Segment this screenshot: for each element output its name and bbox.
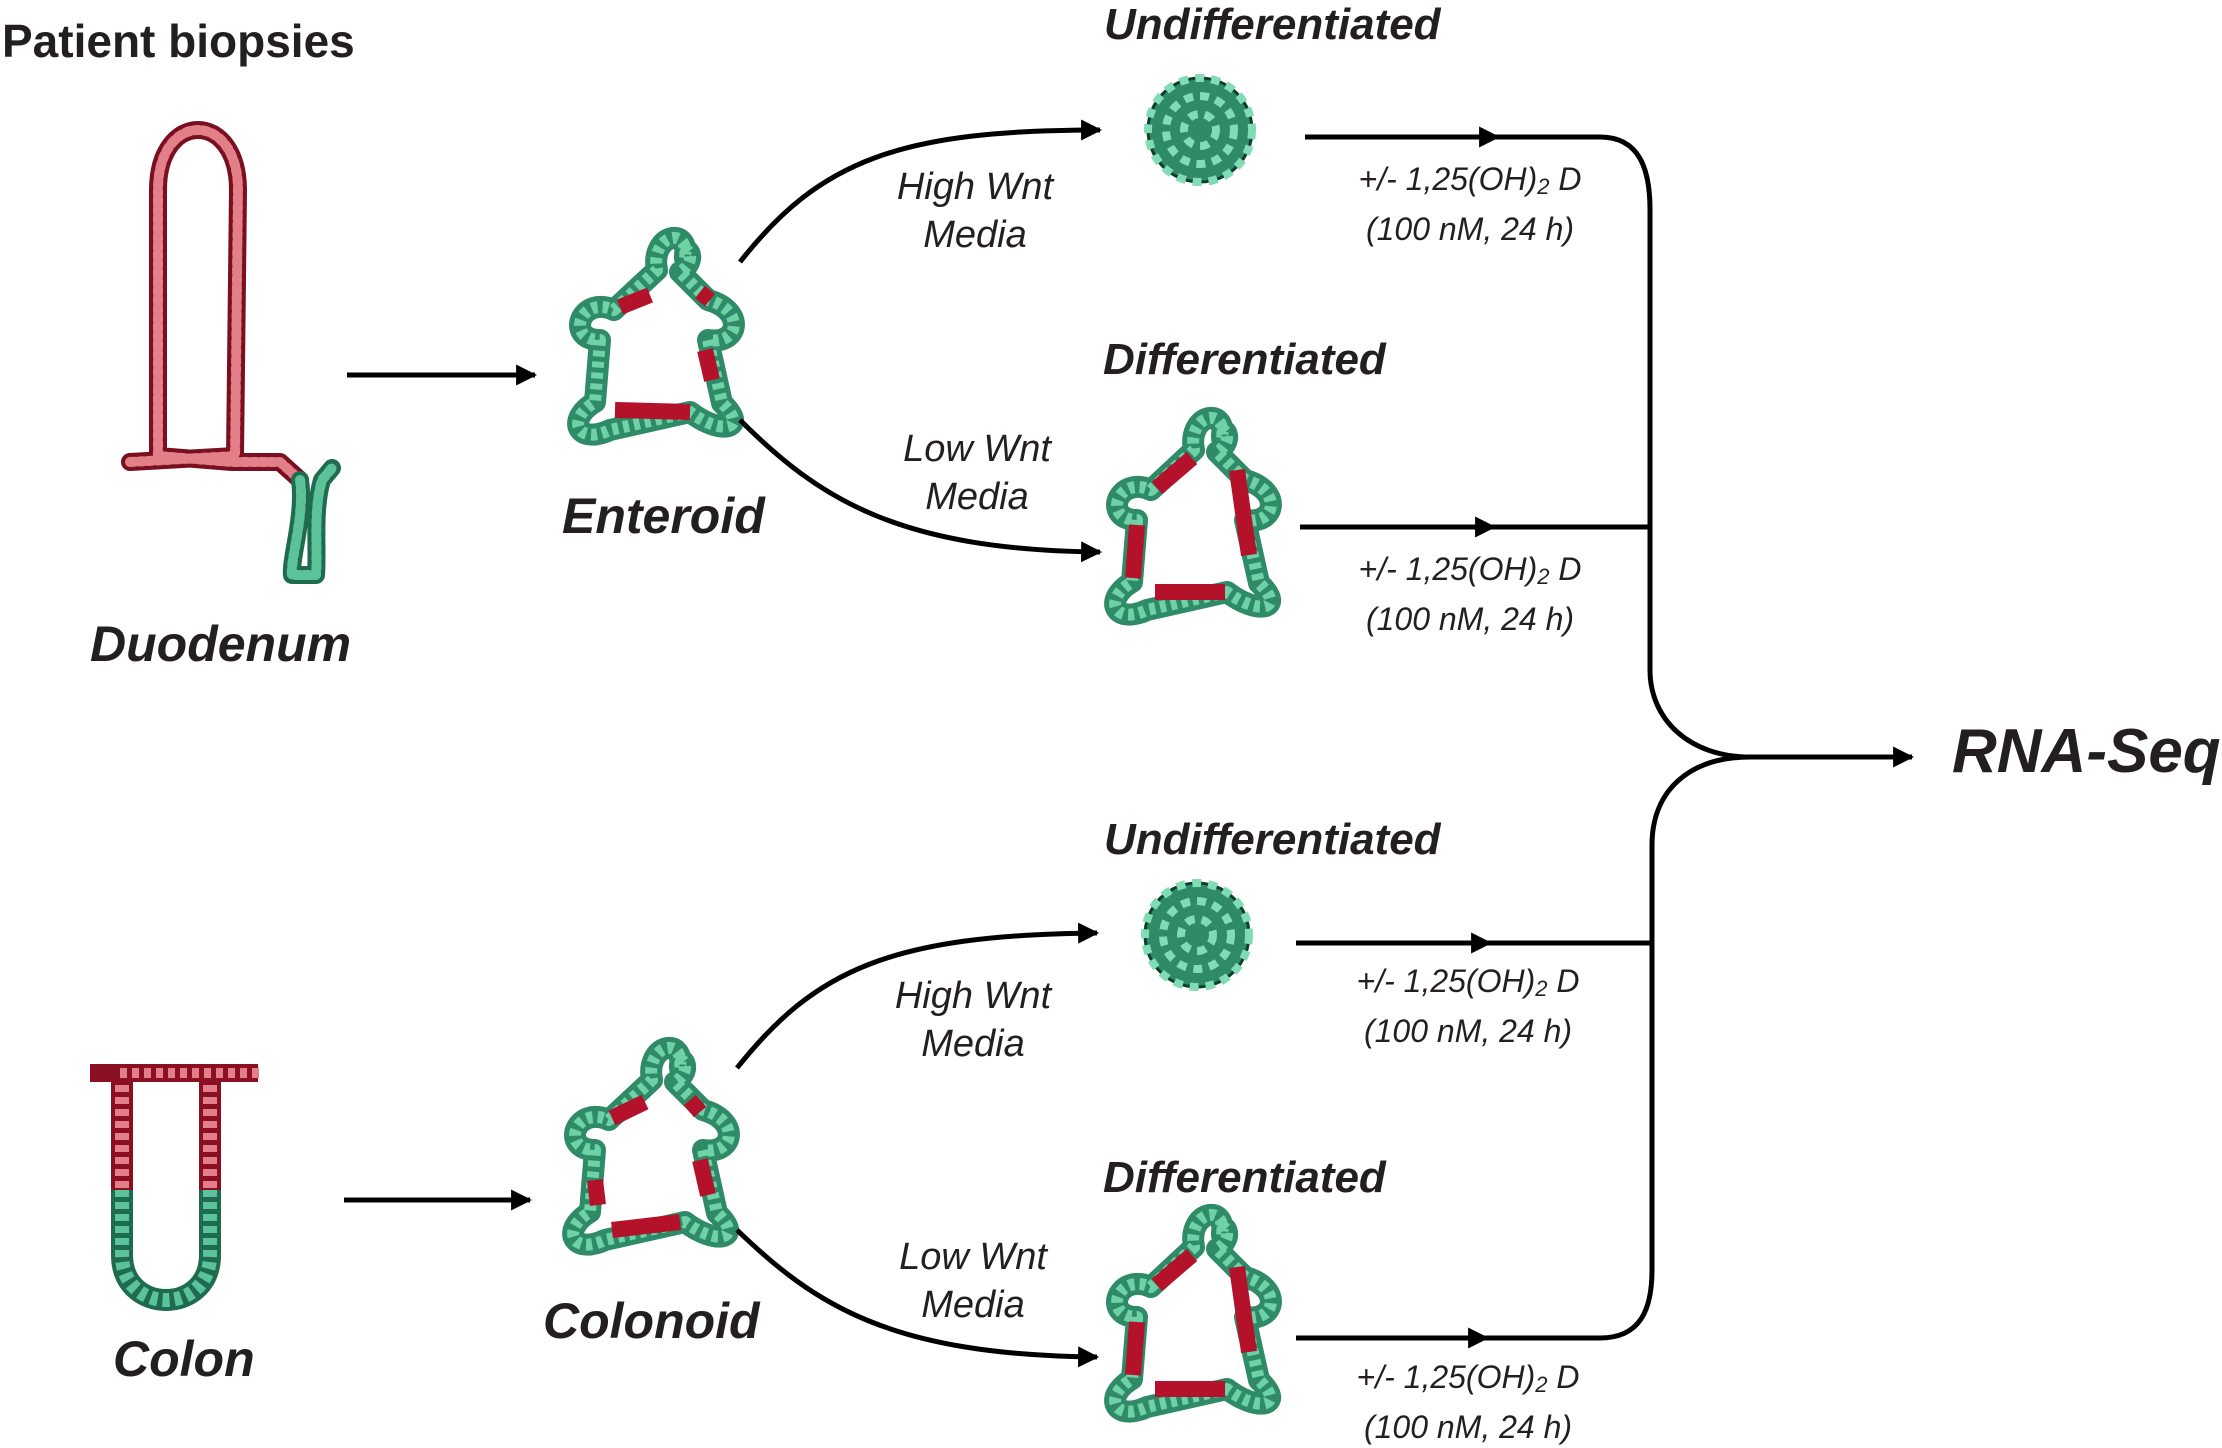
treatment-subscript: 2 [1537,174,1550,199]
media-line-1: High Wnt [896,166,1054,208]
colon-label: Colon [113,1331,255,1387]
treatment-line-text-2: (100 nM, 24 h) [1363,1409,1573,1445]
duodenum-villus-illustration [121,121,341,584]
treatment-line-text-1: +/- 1,25(OH)2 D [1318,960,1618,1010]
arrow-enteroid-to-differentiated [738,418,1103,563]
rna-seq-label: RNA-Seq [1952,717,2221,786]
treatment-line-text-2: (100 nM, 24 h) [1363,1013,1573,1049]
treatment-suffix: D [1547,1359,1580,1395]
treatment-line-text-2: (100 nM, 24 h) [1365,601,1575,637]
colon-crypt-illustration [90,1064,260,1311]
treatment-label-3: +/- 1,25(OH)2 D (100 nM, 24 h) [1318,960,1618,1052]
treatment-line-text-1: +/- 1,25(OH)2 D [1320,548,1620,598]
undifferentiated-label-bottom: Undifferentiated [1104,815,1441,864]
colonoid-organoid [562,1036,740,1256]
media-line-2: Media [923,214,1027,256]
media-line-1: Low Wnt [903,428,1051,470]
arrow-colonoid-to-differentiated [735,1228,1100,1368]
merge-connectors [1487,134,1751,1341]
treatment-subscript: 2 [1537,564,1550,589]
treatment-line-text-2: (100 nM, 24 h) [1365,211,1575,247]
treatment-suffix: D [1549,161,1582,197]
differentiated-organoid-top [1104,406,1282,626]
undifferentiated-spheroid-top [1144,74,1256,186]
low-wnt-media-label-bottom: Low Wnt Media [858,1233,1088,1329]
treatment-label-2: +/- 1,25(OH)2 D (100 nM, 24 h) [1320,548,1620,640]
high-wnt-media-label-bottom: High Wnt Media [858,972,1088,1068]
treatment-suffix: D [1547,963,1580,999]
treatment-subscript: 2 [1535,1372,1548,1397]
high-wnt-media-label-top: High Wnt Media [860,163,1090,259]
enteroid-label: Enteroid [562,488,765,544]
media-line-2: Media [921,1284,1025,1326]
treatment-suffix: D [1549,551,1582,587]
treatment-subscript: 2 [1535,976,1548,1001]
treatment-label-1: +/- 1,25(OH)2 D (100 nM, 24 h) [1320,158,1620,250]
media-line-2: Media [921,1023,1025,1065]
enteroid-organoid [567,226,745,446]
media-line-1: Low Wnt [899,1236,1047,1278]
differentiated-label-bottom: Differentiated [1103,1153,1386,1202]
treatment-prefix: +/- 1,25(OH) [1356,1359,1536,1395]
undifferentiated-label-top: Undifferentiated [1104,0,1441,49]
media-line-1: High Wnt [894,975,1052,1017]
treatment-prefix: +/- 1,25(OH) [1356,963,1536,999]
treatment-prefix: +/- 1,25(OH) [1358,551,1538,587]
diagram-title: Patient biopsies [2,15,355,67]
undifferentiated-spheroid-bottom [1141,879,1253,991]
differentiated-organoid-bottom [1104,1203,1282,1423]
treatment-line-text-1: +/- 1,25(OH)2 D [1318,1356,1618,1406]
low-wnt-media-label-top: Low Wnt Media [862,425,1092,521]
colonoid-label: Colonoid [543,1293,760,1349]
treatment-prefix: +/- 1,25(OH) [1358,161,1538,197]
treatment-line-text-1: +/- 1,25(OH)2 D [1320,158,1620,208]
duodenum-label: Duodenum [90,616,352,672]
treatment-label-4: +/- 1,25(OH)2 D (100 nM, 24 h) [1318,1356,1618,1448]
differentiated-label-top: Differentiated [1103,335,1386,384]
arrow-enteroid-to-undifferentiated [738,119,1103,264]
arrow-colonoid-to-undifferentiated [735,922,1100,1070]
media-line-2: Media [925,476,1029,518]
